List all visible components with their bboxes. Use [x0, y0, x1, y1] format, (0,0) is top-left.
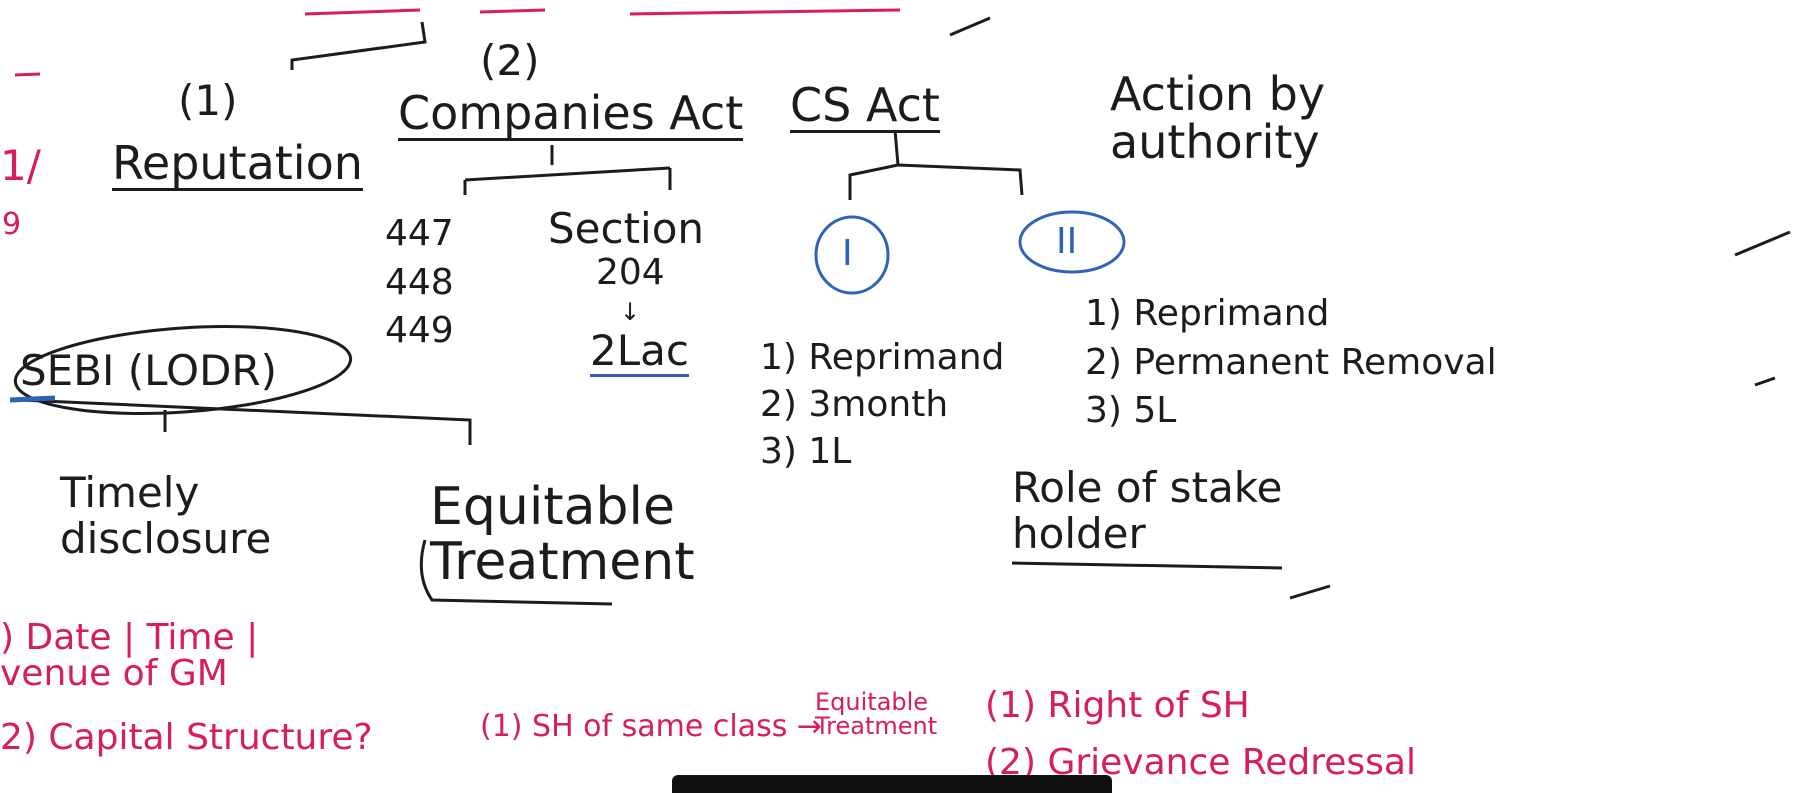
timely-disclosure-label: Timely disclosure — [60, 468, 272, 564]
note-date-time-venue: ) Date | Time | venue of GM — [0, 617, 259, 694]
penalty-2lac: 2Lac — [590, 326, 689, 377]
cs-act-list-one: 1) Reprimand 2) 3month 3) 1L — [760, 335, 1004, 475]
section-list-447-449: 447 448 449 — [385, 210, 454, 356]
branch-number-1: (1) — [178, 76, 238, 125]
note-grievance-redressal: (2) Grievance Redressal — [985, 742, 1416, 783]
stakeholder-label: Role of stake holder — [1012, 463, 1283, 559]
margin-mark-1: 1/ — [0, 141, 41, 190]
list-one-item-3: 3) 1L — [760, 430, 852, 472]
section-447: 447 — [385, 213, 454, 254]
list-two-item-2: 2) Permanent Removal — [1085, 341, 1497, 383]
list-one-item-1: 1) Reprimand — [760, 337, 1005, 378]
roman-two: II — [1056, 221, 1078, 262]
sebi-lodr-label: SEBI (LODR) — [20, 346, 278, 395]
equitable-treatment-label: Equitable Treatment — [430, 477, 695, 592]
section-title: Section — [548, 204, 705, 253]
roman-one: I — [842, 233, 853, 274]
branch-number-2: (2) — [480, 36, 540, 85]
note-right-of-sh: (1) Right of SH — [985, 685, 1250, 726]
down-arrow-icon: ↓ — [620, 298, 641, 326]
section-448: 448 — [385, 261, 454, 303]
cs-act-label: CS Act — [790, 78, 940, 133]
list-two-item-1: 1) Reprimand — [1085, 293, 1330, 334]
note-sh-same-class: (1) SH of same class → — [480, 709, 822, 744]
list-two-item-3: 3) 5L — [1085, 390, 1177, 432]
cs-act-list-two: 1) Reprimand 2) Permanent Removal 3) 5L — [1085, 290, 1497, 436]
section-449: 449 — [385, 310, 454, 352]
authority-label: Action by authority — [1110, 67, 1326, 170]
section-204: 204 — [596, 252, 665, 293]
note-capital-structure: 2) Capital Structure? — [0, 717, 373, 758]
video-overlay-bar — [672, 775, 1112, 793]
companies-act-label: Companies Act — [398, 86, 744, 141]
list-one-item-2: 2) 3month — [760, 383, 949, 425]
reputation-label: Reputation — [112, 136, 363, 191]
note-equitable-treatment: Equitable Treatment — [815, 688, 938, 740]
margin-mark-2: 9 — [2, 207, 22, 242]
